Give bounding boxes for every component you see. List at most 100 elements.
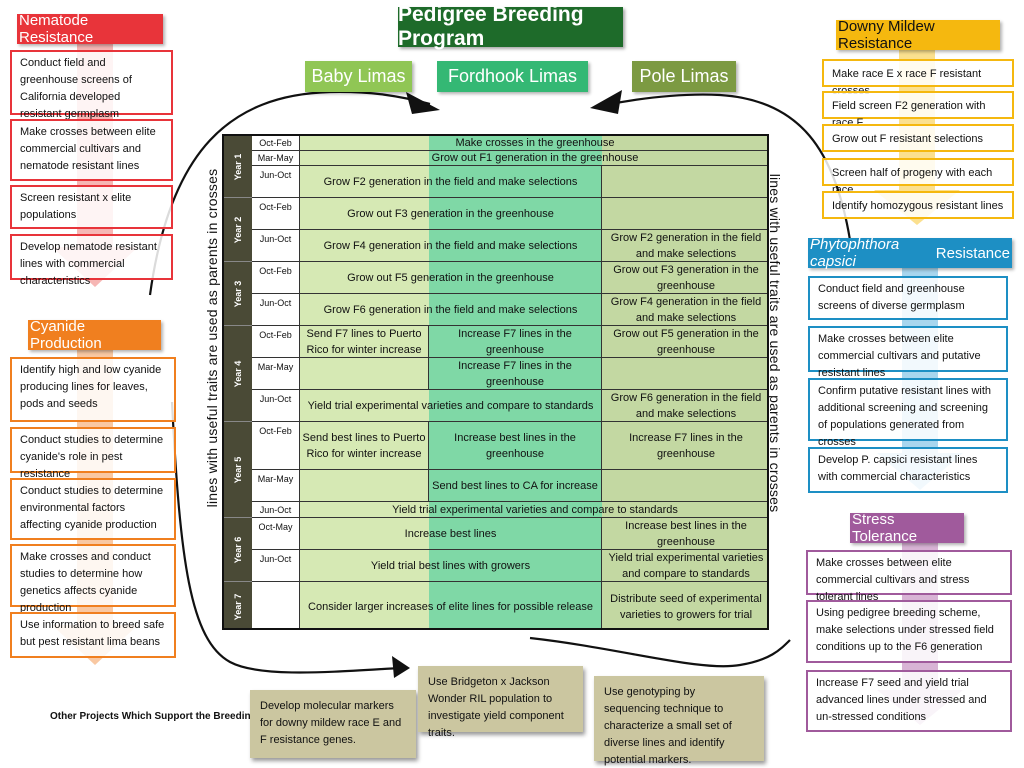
cyanide-step-2: Conduct studies to determine cyanide's r… [10, 427, 176, 480]
month-cell: Jun-Oct [252, 230, 300, 262]
right-side-text: lines with useful traits are used as par… [767, 173, 783, 513]
schedule-cell-empty [602, 166, 767, 198]
year-label: Year 1 [233, 153, 243, 180]
month-cell: Oct-May [252, 518, 300, 550]
downy-step-4: Screen half of progeny with each race [822, 158, 1014, 196]
nematode-step-3: Screen resistant x elite populations [10, 185, 173, 229]
schedule-cell: Yield trial best lines with growers [300, 550, 602, 582]
schedule-cell-empty [602, 470, 767, 502]
phyto-step-1: Conduct field and greenhouse screens of … [808, 276, 1008, 320]
schedule-cell: Grow out F3 generation in the greenhouse [300, 198, 602, 230]
schedule-cell: Yield trial experimental varieties and c… [300, 390, 602, 422]
month-cell: Mar-May [252, 358, 300, 390]
stress-step-1: Make crosses between elite commercial cu… [806, 550, 1012, 603]
downy-step-1: Make race E x race F resistant crosses [822, 59, 1014, 97]
year-1-cell: Year 1 [224, 136, 252, 198]
left-side-text: lines with useful traits are used as par… [204, 168, 220, 508]
phytophthora-title-italic: Phytophthora capsici [810, 236, 900, 270]
month-cell: Jun-Oct [252, 550, 300, 582]
schedule-cell: Grow F6 generation in the field and make… [300, 294, 602, 326]
cyanide-title: Cyanide Production [28, 318, 161, 352]
cyanide-step-1: Identify high and low cyanide producing … [10, 357, 176, 422]
breeding-schedule-table: Year 1 Year 2 Year 3 Year 4 Year 5 Year … [222, 134, 769, 630]
downy-step-2: Field screen F2 generation with race F [822, 91, 1014, 129]
schedule-cell: Grow out F5 generation in the greenhouse [300, 262, 602, 294]
month-cell: Oct-Feb [252, 422, 300, 470]
schedule-cell: Make crosses in the greenhouse [300, 136, 767, 151]
year-7-cell: Year 7 [224, 582, 252, 628]
fordhook-limas-label: Fordhook Limas [437, 61, 588, 92]
arrow-head-left [406, 92, 440, 114]
downy-title: Downy Mildew Resistance [836, 18, 1000, 52]
cyanide-step-5: Use information to breed safe but pest r… [10, 612, 176, 658]
nematode-step-2: Make crosses between elite commercial cu… [10, 119, 173, 181]
page-title: Pedigree Breeding Program [398, 3, 623, 50]
year-label: Year 5 [233, 456, 243, 483]
other-project-2: Use Bridgeton x Jackson Wonder RIL popul… [418, 666, 583, 739]
phyto-step-4: Develop P. capsici resistant lines with … [808, 447, 1008, 493]
schedule-cell: Send F7 lines to Puerto Rico for winter … [300, 326, 429, 358]
schedule-cell: Increase F7 lines in the greenhouse [429, 326, 602, 358]
pole-limas-label: Pole Limas [632, 61, 736, 92]
schedule-cell: Send best lines to Puerto Rico for winte… [300, 422, 429, 470]
schedule-cell: Increase best lines [300, 518, 602, 550]
year-label: Year 6 [233, 536, 243, 563]
schedule-cell: Send best lines to CA for increase [429, 470, 602, 502]
phyto-step-3: Confirm putative resistant lines with ad… [808, 378, 1008, 448]
downy-step-3: Grow out F resistant selections [822, 124, 1014, 152]
nematode-title: Nematode Resistance [17, 12, 163, 46]
arrow-head-right [590, 90, 622, 114]
schedule-cell: Increase F7 lines in the greenhouse [429, 358, 602, 390]
schedule-cell: Yield trial experimental varieties and c… [602, 550, 767, 582]
year-4-cell: Year 4 [224, 326, 252, 422]
month-cell: Oct-Feb [252, 136, 300, 151]
schedule-cell-empty [602, 358, 767, 390]
arrow-head-bottom-left [392, 656, 410, 678]
cyanide-step-4: Make crosses and conduct studies to dete… [10, 544, 176, 614]
schedule-cell: Grow F2 generation in the field and make… [300, 166, 602, 198]
phytophthora-title-rest: Resistance [931, 244, 1010, 262]
schedule-cell: Consider larger increases of elite lines… [300, 582, 602, 628]
schedule-cell-empty [300, 470, 429, 502]
month-cell-empty [252, 582, 300, 628]
stress-step-2: Using pedigree breeding scheme, make sel… [806, 600, 1012, 663]
year-label: Year 4 [233, 360, 243, 387]
schedule-cell: Increase F7 lines in the greenhouse [602, 422, 767, 470]
schedule-cell-empty [602, 198, 767, 230]
other-project-3: Use genotyping by sequencing technique t… [594, 676, 764, 766]
year-label: Year 2 [233, 216, 243, 243]
month-cell: Oct-Feb [252, 198, 300, 230]
phyto-arrow [877, 265, 963, 490]
schedule-cell: Increase best lines in the greenhouse [602, 518, 767, 550]
schedule-cell: Grow out F3 generation in the greenhouse [602, 262, 767, 294]
year-6-cell: Year 6 [224, 518, 252, 582]
schedule-cell: Grow F6 generation in the field and make… [602, 390, 767, 422]
month-cell: Jun-Oct [252, 166, 300, 198]
baby-limas-label: Baby Limas [305, 61, 412, 92]
schedule-cell: Grow out F1 generation in the greenhouse [300, 151, 767, 166]
phyto-step-2: Make crosses between elite commercial cu… [808, 326, 1008, 379]
phytophthora-title: Phytophthora capsici Resistance [808, 236, 1012, 270]
month-cell: Jun-Oct [252, 390, 300, 422]
cyanide-step-3: Conduct studies to determine environment… [10, 478, 176, 540]
other-projects-label: Other Projects Which Support the Breedin… [50, 711, 318, 722]
downy-step-5: Identify homozygous resistant lines [822, 191, 1014, 219]
schedule-cell: Grow F4 generation in the field and make… [300, 230, 602, 262]
month-cell: Oct-Feb [252, 262, 300, 294]
schedule-cell: Increase best lines in the greenhouse [429, 422, 602, 470]
year-3-cell: Year 3 [224, 262, 252, 326]
nematode-step-4: Develop nematode resistant lines with co… [10, 234, 173, 287]
month-cell: Oct-Feb [252, 326, 300, 358]
stress-title: Stress Tolerance [850, 511, 964, 545]
schedule-cell: Yield trial experimental varieties and c… [300, 502, 767, 518]
year-2-cell: Year 2 [224, 198, 252, 262]
year-label: Year 3 [233, 280, 243, 307]
month-cell: Mar-May [252, 151, 300, 166]
stress-step-3: Increase F7 seed and yield trial advance… [806, 670, 1012, 732]
schedule-cell: Grow out F5 generation in the greenhouse [602, 326, 767, 358]
year-5-cell: Year 5 [224, 422, 252, 518]
schedule-cell-empty [300, 358, 429, 390]
other-project-1: Develop molecular markers for downy mild… [250, 690, 416, 758]
schedule-cell: Grow F2 generation in the field and make… [602, 230, 767, 262]
schedule-cell: Distribute seed of experimental varietie… [602, 582, 767, 628]
